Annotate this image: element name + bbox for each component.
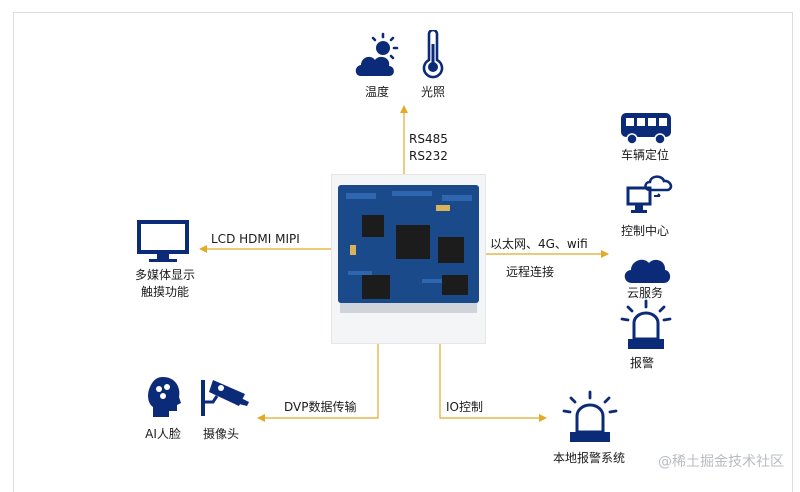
monitor-icon: [137, 220, 189, 262]
right-item-label-2: 控制中心: [620, 224, 670, 238]
rs232-label: RS232: [409, 149, 448, 163]
dvp-transfer-label: DVP数据传输: [284, 400, 357, 414]
touch-function-label: 触摸功能: [140, 285, 190, 299]
light-label: 光照: [420, 85, 446, 99]
right-item-label-4: 报警: [629, 356, 655, 370]
lcd-hdmi-mipi-label: LCD HDMI MIPI: [211, 232, 300, 246]
camera-label: 摄像头: [202, 427, 240, 441]
io-control-label: IO控制: [446, 400, 483, 414]
watermark: @稀土掘金技术社区: [658, 454, 784, 470]
temperature-label: 温度: [364, 85, 390, 99]
remote-connection-label: 远程连接: [506, 265, 555, 279]
diagram-frame: [13, 12, 793, 492]
cloud-computer-icon: [626, 175, 673, 213]
local-alarm-icon: [562, 390, 618, 442]
cloud-sun-icon: [355, 32, 399, 76]
rs485-label: RS485: [409, 132, 448, 146]
security-camera-icon: [201, 380, 249, 416]
arrow-io-alarm: [439, 344, 547, 422]
multimedia-display-label: 多媒体显示: [134, 268, 196, 282]
right-item-label-1: 车辆定位: [620, 148, 670, 162]
network-interface-label: 以太网、4G、wifi: [490, 237, 588, 251]
alarm-light-icon: [620, 299, 672, 349]
thermometer-icon: [422, 30, 444, 79]
ai-head-icon: [148, 377, 181, 417]
cloud-icon: [624, 259, 671, 283]
ai-face-label: AI人脸: [145, 427, 181, 441]
core-board-image: [331, 174, 486, 344]
right-item-label-3: 云服务: [626, 286, 664, 300]
local-alarm-label: 本地报警系统: [552, 451, 626, 465]
bus-icon: [621, 113, 671, 145]
arrow-dvp-camera: [257, 344, 379, 422]
circuit-board-graphic: [338, 185, 479, 313]
